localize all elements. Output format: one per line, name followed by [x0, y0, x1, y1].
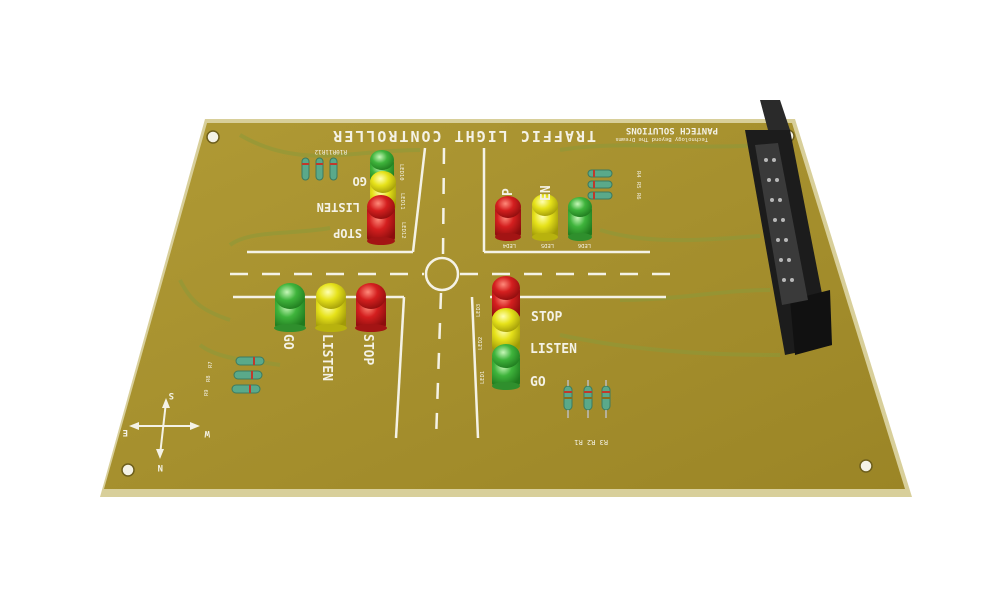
resistors-ne: R4 R5 R6: [587, 169, 641, 200]
led-label-11: LED11: [399, 193, 405, 210]
compass-rose: [129, 398, 200, 459]
brand-tagline: Technology Beyond The Dreams: [615, 136, 708, 142]
resistor-labels-nw: R10R11R12: [314, 148, 347, 155]
compass-n: N: [158, 462, 163, 472]
resistor-label-r6: R6: [635, 193, 641, 200]
label-listen-nw: LISTEN: [317, 200, 360, 214]
led-label-3: LED3: [476, 304, 482, 317]
led-label-1: LED1: [480, 371, 486, 384]
led-green-ne: [568, 197, 592, 241]
label-stop-nw: STOP: [333, 226, 362, 240]
compass-s: S: [169, 390, 174, 400]
led-green-sw: [274, 283, 306, 332]
label-stop-ne: P: [501, 188, 516, 196]
label-stop-se: STOP: [531, 310, 562, 325]
board-title: TRAFFIC LIGHT CONTROLLER: [331, 127, 596, 145]
resistors-se: R3 R2 R1: [563, 380, 611, 446]
resistor-label-r7: R7: [208, 361, 214, 368]
led-red-ne: [495, 196, 521, 241]
ribbon-connector: [745, 100, 832, 355]
led-label-2: LED2: [478, 337, 484, 350]
compass-w: W: [204, 428, 210, 438]
label-go-se: GO: [530, 375, 546, 390]
brand-name: PANTECH SOLUTIONS: [626, 125, 718, 135]
led-yellow-sw: [315, 283, 347, 332]
led-label-4: LED4: [502, 242, 516, 248]
copper-traces: [178, 133, 781, 367]
resistors-nw: R10R11R12: [301, 148, 347, 181]
resistor-labels-se: R3 R2 R1: [574, 438, 608, 446]
label-stop-sw: STOP: [360, 334, 375, 365]
compass-e: E: [123, 427, 128, 437]
led-label-10: LED10: [398, 164, 404, 181]
resistors-sw: R7 R8 R9: [204, 356, 265, 396]
led-green-se: [492, 344, 520, 390]
label-listen-ne: EN: [539, 185, 554, 201]
mounting-holes: [121, 129, 873, 477]
label-listen-se: LISTEN: [530, 342, 577, 357]
label-go-nw: GO: [353, 174, 367, 188]
resistor-label-r9: R9: [204, 389, 210, 396]
led-red-nw: [367, 195, 395, 245]
label-go-sw: GO: [280, 334, 295, 350]
light-group-south-east: STOP LISTEN GO LED3 LED2 LED1: [476, 276, 577, 390]
light-group-north-west: GO LISTEN STOP LED10 LED11 LED12: [317, 150, 406, 245]
led-yellow-ne: [532, 194, 558, 241]
resistor-label-r8: R8: [206, 375, 212, 382]
led-label-12: LED12: [400, 222, 406, 239]
light-group-north-east: P EN LED4 LED5 LED6: [495, 185, 592, 248]
resistor-label-r5: R5: [635, 182, 641, 189]
light-group-south-west: GO LISTEN STOP: [274, 283, 387, 381]
led-red-sw: [355, 283, 387, 332]
resistor-label-r4: R4: [635, 171, 641, 178]
label-listen-sw: LISTEN: [319, 334, 334, 381]
led-yellow-se: [492, 308, 520, 350]
led-label-6: LED6: [578, 242, 591, 248]
led-label-5: LED5: [541, 242, 554, 248]
